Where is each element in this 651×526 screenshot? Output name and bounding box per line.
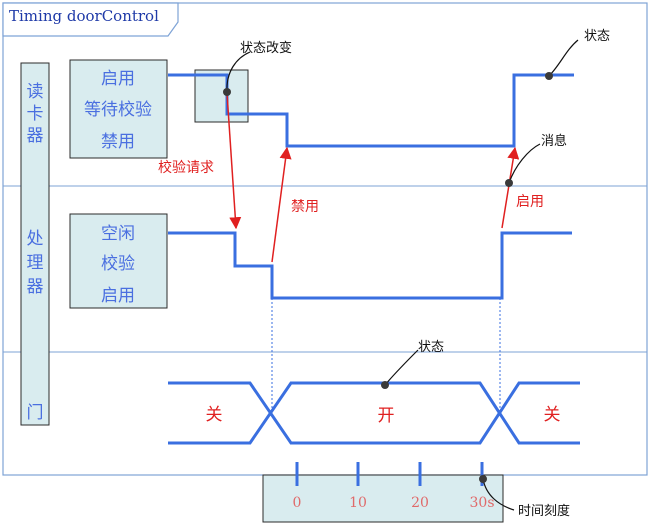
door-state-closed-right: 关 — [544, 405, 561, 425]
lane-label-reader-1: 读 — [27, 82, 44, 102]
verify-request-arrow — [226, 92, 242, 230]
message-leader — [508, 143, 541, 184]
disable-label: 禁用 — [291, 199, 319, 215]
time-scale-box — [262, 474, 504, 523]
disable-arrow — [271, 146, 292, 263]
door-state-closed-left: 关 — [206, 405, 223, 425]
door-state-label: 状态 — [418, 340, 444, 355]
processor-state-enabled: 启用 — [101, 286, 135, 306]
lane-label-reader-3: 器 — [27, 126, 44, 146]
reader-state-waiting: 等待校验 — [84, 100, 152, 120]
time-scale-dot — [479, 475, 487, 483]
lane-label-processor-3: 器 — [27, 277, 44, 297]
lane-label-door: 门 — [27, 403, 44, 423]
diagram-title: Timing doorControl — [9, 7, 159, 25]
reader-state-label: 状态 — [584, 29, 610, 44]
lane-label-processor-1: 处 — [27, 229, 44, 249]
time-tick-label-10: 10 — [349, 495, 367, 511]
processor-state-box — [69, 213, 168, 309]
message-label: 消息 — [541, 133, 567, 149]
time-tick-label-20: 20 — [411, 495, 429, 511]
time-tick-label-0: 0 — [293, 495, 302, 511]
time-tick-label-30s: 30s — [470, 495, 495, 511]
processor-state-verify: 校验 — [101, 254, 135, 274]
reader-state-leader — [548, 39, 579, 77]
door-state-open: 开 — [378, 406, 395, 426]
reader-state-dot — [545, 72, 553, 80]
lane-label-reader-2: 卡 — [27, 104, 44, 124]
lane-label-column — [20, 62, 50, 426]
state-change-label: 状态改变 — [240, 40, 292, 56]
door-state-leader — [384, 349, 419, 386]
processor-waveform — [168, 231, 572, 300]
enable-arrow — [501, 146, 520, 229]
message-dot — [505, 179, 513, 187]
state-change-leader — [226, 51, 251, 93]
door-waveform — [168, 381, 580, 445]
reader-state-box — [69, 59, 168, 159]
enable-label: 启用 — [516, 194, 544, 210]
verify-request-label: 校验请求 — [158, 159, 214, 176]
door-state-dot — [381, 381, 389, 389]
title-tab — [2, 2, 179, 37]
reader-state-enabled: 启用 — [101, 69, 135, 89]
processor-state-idle: 空闲 — [101, 224, 135, 244]
state-change-dot — [223, 88, 231, 96]
reader-state-disabled: 禁用 — [101, 132, 135, 152]
lane-label-processor-2: 理 — [27, 253, 44, 273]
time-scale-label: 时间刻度 — [518, 503, 570, 519]
